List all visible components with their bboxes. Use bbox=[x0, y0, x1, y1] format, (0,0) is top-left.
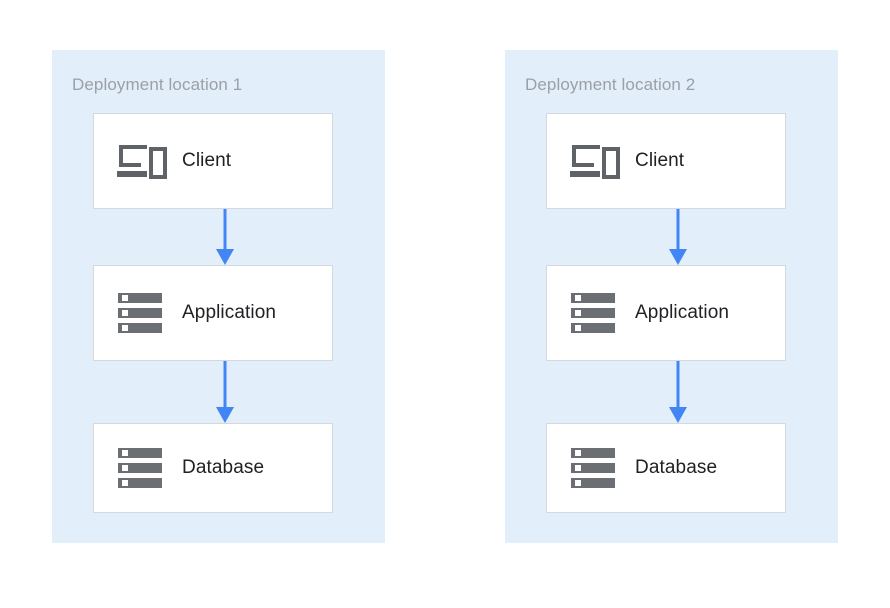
deployment-location-1-panel: Deployment location 1 Client bbox=[52, 50, 385, 543]
deployment-location-1-arrow-application-to-database bbox=[213, 361, 237, 423]
deployment-location-2-panel: Deployment location 2 Client bbox=[505, 50, 838, 543]
deployment-location-2-title: Deployment location 2 bbox=[525, 75, 696, 94]
deployment-location-2-arrow-client-to-application bbox=[666, 209, 690, 265]
deployment-location-2-database-label: Database bbox=[635, 457, 718, 478]
deployment-location-1-title: Deployment location 1 bbox=[72, 75, 243, 94]
deployment-location-2-application-label: Application bbox=[635, 302, 730, 323]
deployment-location-1-client-label: Client bbox=[182, 150, 232, 171]
deployment-location-1-client-node: Client bbox=[93, 113, 333, 209]
devices-client-icon bbox=[116, 137, 168, 185]
server-stack-icon bbox=[569, 289, 621, 337]
deployment-location-1-arrow-client-to-application bbox=[213, 209, 237, 265]
deployment-location-1-database-node: Database bbox=[93, 423, 333, 513]
server-stack-icon bbox=[569, 444, 621, 492]
server-stack-icon bbox=[116, 444, 168, 492]
deployment-location-2-database-node: Database bbox=[546, 423, 786, 513]
deployment-location-2-client-label: Client bbox=[635, 150, 685, 171]
devices-client-icon bbox=[569, 137, 621, 185]
deployment-location-2-client-node: Client bbox=[546, 113, 786, 209]
server-stack-icon bbox=[116, 289, 168, 337]
deployment-location-2-arrow-application-to-database bbox=[666, 361, 690, 423]
deployment-location-1-application-label: Application bbox=[182, 302, 277, 323]
deployment-location-1-database-label: Database bbox=[182, 457, 265, 478]
deployment-location-2-application-node: Application bbox=[546, 265, 786, 361]
deployment-location-1-application-node: Application bbox=[93, 265, 333, 361]
